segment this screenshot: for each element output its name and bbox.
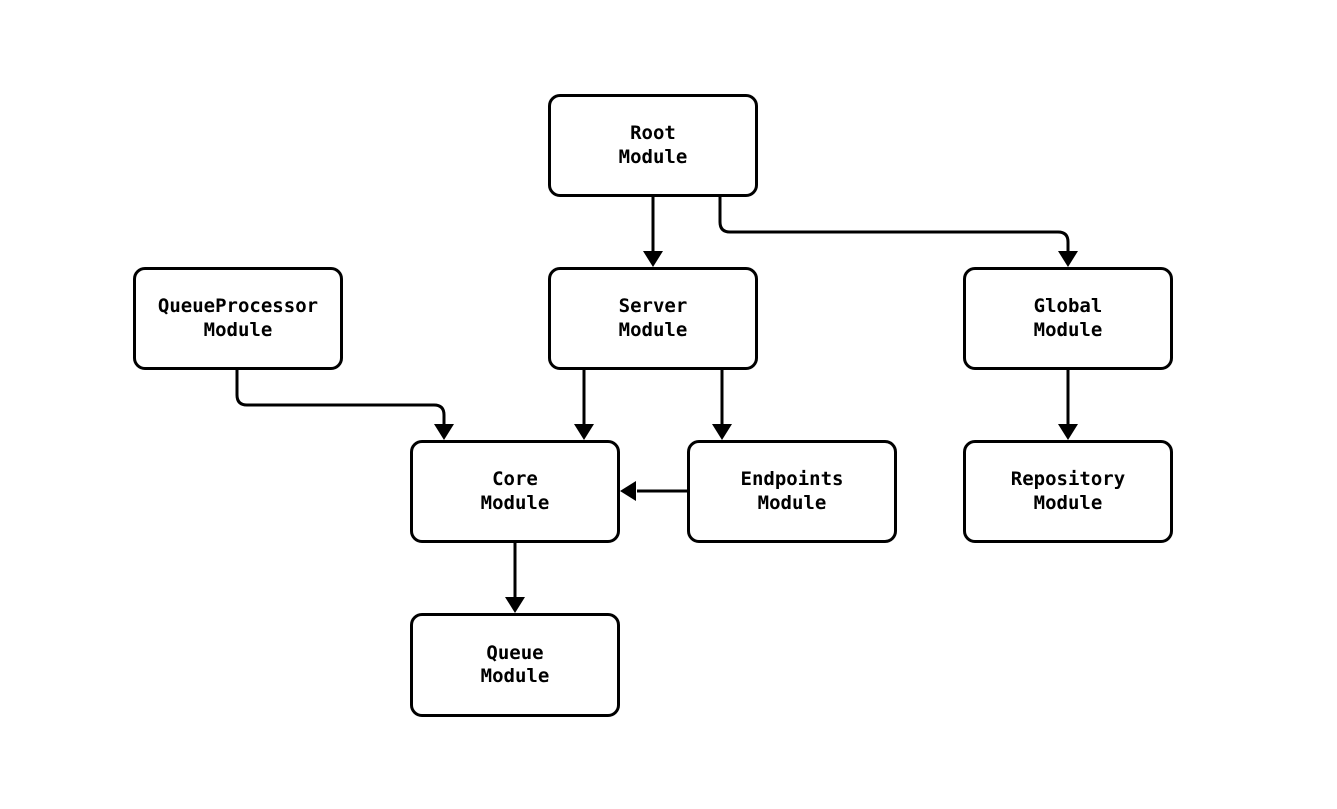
node-label-global: Global Module <box>1033 295 1103 341</box>
node-root[interactable]: Root Module <box>548 94 758 197</box>
edge-arrowhead-root-to-global <box>1058 251 1078 267</box>
edge-global-to-repository <box>1058 370 1078 440</box>
node-label-server: Server Module <box>618 295 688 341</box>
node-endpoints[interactable]: Endpoints Module <box>687 440 897 543</box>
node-server[interactable]: Server Module <box>548 267 758 370</box>
edge-endpoints-to-core <box>620 481 687 501</box>
node-label-repository: Repository Module <box>1010 468 1126 514</box>
edge-arrowhead-core-to-queue <box>505 597 525 613</box>
edge-line-queueprocessor-to-core <box>235 370 446 425</box>
node-queue[interactable]: Queue Module <box>410 613 620 717</box>
edge-arrowhead-root-to-server <box>643 251 663 267</box>
edge-core-to-queue <box>505 543 525 613</box>
node-label-endpoints: Endpoints Module <box>740 468 844 514</box>
node-global[interactable]: Global Module <box>963 267 1173 370</box>
edge-server-to-endpoints <box>712 370 732 440</box>
node-label-queueprocessor: QueueProcessor Module <box>157 295 319 341</box>
edge-arrowhead-endpoints-to-core <box>620 481 636 501</box>
node-core[interactable]: Core Module <box>410 440 620 543</box>
node-label-queue: Queue Module <box>480 641 550 687</box>
edge-line-root-to-global <box>718 197 1070 252</box>
edge-arrowhead-server-to-core <box>574 424 594 440</box>
node-repository[interactable]: Repository Module <box>963 440 1173 543</box>
node-label-root: Root Module <box>618 122 688 168</box>
edge-queueprocessor-to-core <box>235 370 454 440</box>
edge-root-to-global <box>718 197 1078 267</box>
node-label-core: Core Module <box>480 468 550 514</box>
edge-server-to-core <box>574 370 594 440</box>
node-queueprocessor[interactable]: QueueProcessor Module <box>133 267 343 370</box>
edge-arrowhead-server-to-endpoints <box>712 424 732 440</box>
edge-root-to-server <box>643 197 663 267</box>
edge-arrowhead-queueprocessor-to-core <box>434 424 454 440</box>
edge-arrowhead-global-to-repository <box>1058 424 1078 440</box>
